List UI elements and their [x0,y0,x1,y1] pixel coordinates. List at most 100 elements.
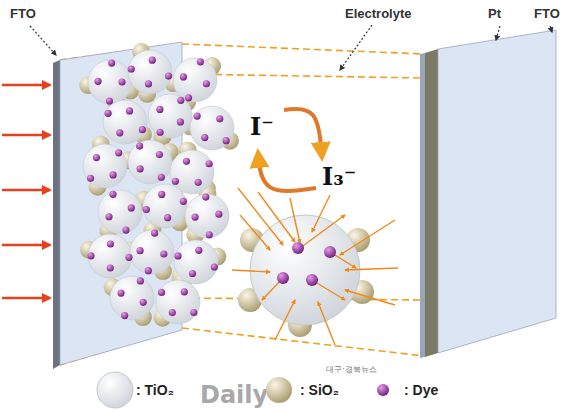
dye-molecule [122,226,129,233]
dye-molecule [128,65,135,72]
scatter-arrow [240,215,270,250]
electrolyte-label: Electrolyte [345,6,411,21]
dye-molecule [189,270,196,277]
dye-molecule [306,274,318,286]
dye-molecule [195,247,202,254]
dye-molecule [164,214,171,221]
ion-label: I⁻ [250,112,274,141]
dye-molecule [109,191,116,198]
leader-line [496,26,500,40]
fto-edge [53,60,60,369]
tio2-particle [88,234,132,278]
dye-molecule [106,97,113,104]
plate-label: FTO [10,6,36,21]
dye-molecule [136,142,143,149]
dye-molecule [157,129,164,136]
ion-label: I₃⁻ [322,162,356,191]
scatter-arrow [312,195,330,232]
dye-molecule [180,198,187,205]
tio2-particle [173,58,217,102]
dye-molecule [203,80,210,87]
watermark: Daily [200,381,268,409]
dye-molecule [125,254,132,261]
legend-sample [258,370,300,410]
legend-sample [362,370,404,410]
legend-entry: : Dye [362,370,438,410]
light-arrow [2,189,50,192]
leader-line [30,26,56,55]
dye-molecule [108,59,115,66]
watermark: 대구·경북뉴스 [326,364,377,375]
cell-outline [182,44,424,54]
dye-molecule [145,267,152,274]
dye-molecule [183,158,190,165]
redox-arrow [258,152,316,191]
tio2-particle [148,94,192,138]
dye-molecule [215,211,222,218]
dye-molecule [143,206,150,213]
light-arrow [2,297,50,300]
dye-molecule [151,230,158,237]
leader-line [340,25,372,70]
dye-molecule [206,160,213,167]
legend-sample [94,370,136,410]
dye-molecule [121,312,128,319]
redox-arrow [284,109,322,158]
scatter-arrow [318,302,335,345]
scatter-arrow [340,220,395,255]
dye-molecule [156,151,163,158]
pt-layer [425,49,438,357]
dye-molecule [169,309,176,316]
dye-molecule [201,134,208,141]
tio2-particle [130,230,174,274]
dye-molecule [180,73,187,80]
dye-molecule [292,242,304,254]
fto-plate [438,30,556,353]
tio2-particle [185,194,229,238]
dye-molecule [277,272,289,284]
dye-molecule [185,94,192,101]
dye-molecule [87,252,94,259]
scatter-arrow [290,198,300,243]
dye-molecule [115,149,122,156]
dye-molecule [223,137,230,144]
dye-molecule [105,213,112,220]
legend-entry: : SiO₂ [258,370,339,410]
dye-molecule [191,213,198,220]
legend-text: : TiO₂ [136,382,174,398]
dye-molecule [190,309,197,316]
dye-molecule [137,165,144,172]
dye-molecule [197,58,204,65]
dye-molecule [156,106,163,113]
dye-molecule [174,252,181,259]
dye-molecule [116,129,123,136]
dye-molecule [165,72,172,79]
tio2-particle [110,276,154,320]
dye-molecule [149,57,156,64]
dye-molecule [211,263,218,270]
dye-molecule [137,277,144,284]
dye-molecule [145,80,152,87]
dye-molecule [126,107,133,114]
dye-molecule [158,289,165,296]
dye-molecule [87,175,94,182]
dye-molecule [109,171,116,178]
plate-label: Pt [488,6,501,21]
dye-molecule [216,115,223,122]
scatter-arrow [300,215,345,248]
scatter-arrow [345,268,398,270]
light-arrow [2,244,50,247]
dye-molecule [93,154,100,161]
tio2-particle [128,50,172,94]
scatter-arrow [258,192,295,242]
dye-molecule [206,231,213,238]
dye-molecule [158,191,165,198]
dye-molecule [94,78,101,85]
dye-molecule [177,97,184,104]
tio2-particle [143,184,187,228]
tio2-particle [190,106,234,150]
dye-molecule [118,78,125,85]
legend-text: : Dye [404,382,438,398]
plate-label: FTO [534,6,560,21]
